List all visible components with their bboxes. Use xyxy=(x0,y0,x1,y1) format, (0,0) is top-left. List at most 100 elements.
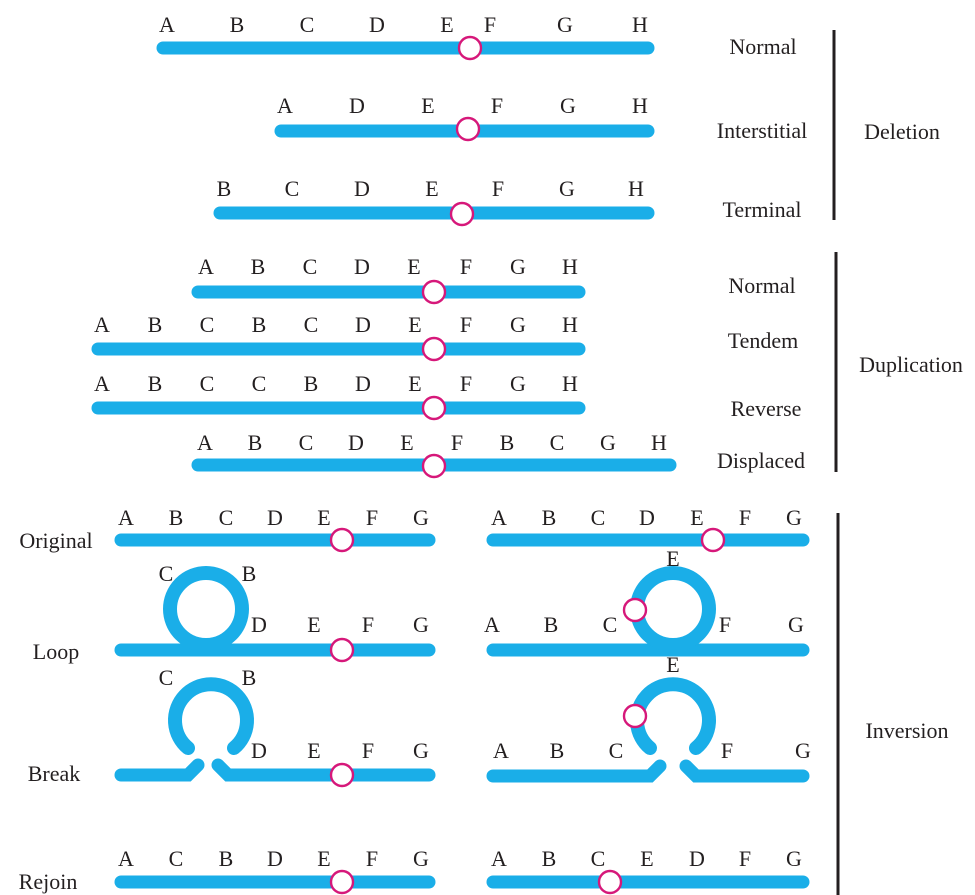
chromosome-break-arm-left xyxy=(114,758,205,782)
gene-label: A xyxy=(197,430,213,455)
gene-label: G xyxy=(795,738,811,763)
gene-label: B xyxy=(242,561,257,586)
gene-label: E xyxy=(421,93,434,118)
gene-label: F xyxy=(484,12,496,37)
gene-label: G xyxy=(560,93,576,118)
gene-label: C xyxy=(219,505,234,530)
gene-label: A xyxy=(159,12,175,37)
gene-label: G xyxy=(559,176,575,201)
centromere xyxy=(700,527,726,553)
gene-label: D xyxy=(267,846,283,871)
gene-label: G xyxy=(510,371,526,396)
gene-label: C xyxy=(159,665,174,690)
gene-label: B xyxy=(217,176,232,201)
gene-label: C xyxy=(159,561,174,586)
stage-label-break: Break xyxy=(28,761,81,786)
gene-label: B xyxy=(544,612,559,637)
gene-label: H xyxy=(562,254,578,279)
deletion-interstitial-row: A D E F G H Interstitial xyxy=(274,93,807,143)
duplication-displaced-row: A B C D E F B C G H Displaced xyxy=(191,430,805,479)
gene-label: H xyxy=(651,430,667,455)
row-label-displaced: Displaced xyxy=(717,448,805,473)
gene-label: C xyxy=(304,312,319,337)
gene-label: F xyxy=(739,505,751,530)
gene-label: F xyxy=(719,612,731,637)
gene-label: G xyxy=(786,846,802,871)
centromere xyxy=(457,35,483,61)
gene-label: C xyxy=(303,254,318,279)
gene-label: G xyxy=(786,505,802,530)
gene-label: H xyxy=(632,93,648,118)
stage-label-loop: Loop xyxy=(33,639,79,664)
gene-label: F xyxy=(721,738,733,763)
chromosome-break-arm-right xyxy=(679,759,810,783)
gene-label: A xyxy=(94,312,110,337)
gene-label: B xyxy=(304,371,319,396)
gene-label: G xyxy=(413,505,429,530)
duplication-reverse-row: A B C C B D E F G H Reverse xyxy=(91,371,802,421)
gene-label: B xyxy=(148,312,163,337)
centromere xyxy=(329,527,355,553)
gene-label: E xyxy=(317,505,330,530)
gene-label: F xyxy=(366,846,378,871)
gene-label: H xyxy=(632,12,648,37)
chromosome-break-arm-right xyxy=(211,758,436,782)
gene-label: C xyxy=(603,612,618,637)
gene-label: D xyxy=(355,371,371,396)
gene-label: H xyxy=(628,176,644,201)
gene-label: E xyxy=(666,546,679,571)
gene-label: A xyxy=(493,738,509,763)
gene-label: C xyxy=(252,371,267,396)
gene-label: D xyxy=(251,738,267,763)
gene-label: D xyxy=(354,176,370,201)
chromosome-loop xyxy=(630,566,716,652)
inversion-right-rejoin: A B C E D F G xyxy=(486,846,810,895)
gene-label: B xyxy=(550,738,565,763)
gene-label: E xyxy=(408,371,421,396)
gene-label: G xyxy=(510,312,526,337)
centromere xyxy=(421,453,447,479)
deletion-group: A B C D E F G H Normal A D E F G H Inter… xyxy=(156,12,940,227)
centromere xyxy=(329,869,355,895)
row-label-reverse: Reverse xyxy=(731,396,802,421)
inversion-left-rejoin: A C B D E F G xyxy=(114,846,436,895)
gene-label: G xyxy=(413,846,429,871)
gene-label: F xyxy=(460,254,472,279)
gene-label: D xyxy=(251,612,267,637)
gene-label: E xyxy=(307,738,320,763)
gene-label: H xyxy=(562,371,578,396)
centromere xyxy=(449,201,475,227)
gene-label: B xyxy=(542,505,557,530)
gene-label: F xyxy=(491,93,503,118)
gene-label: F xyxy=(739,846,751,871)
stage-label-rejoin: Rejoin xyxy=(19,869,78,894)
gene-label: H xyxy=(562,312,578,337)
gene-label: F xyxy=(366,505,378,530)
deletion-normal-row: A B C D E F G H Normal xyxy=(156,12,797,61)
gene-label: B xyxy=(500,430,515,455)
gene-label: A xyxy=(198,254,214,279)
gene-label: D xyxy=(349,93,365,118)
gene-label: E xyxy=(640,846,653,871)
gene-label: C xyxy=(609,738,624,763)
chromosome-break-loop xyxy=(168,677,254,755)
gene-label: C xyxy=(591,505,606,530)
gene-label: C xyxy=(300,12,315,37)
centromere xyxy=(421,395,447,421)
gene-label: B xyxy=(252,312,267,337)
group-label-duplication: Duplication xyxy=(859,352,963,377)
group-label-deletion: Deletion xyxy=(864,119,940,144)
gene-label: A xyxy=(118,505,134,530)
row-label-interstitial: Interstitial xyxy=(717,118,807,143)
stage-label-original: Original xyxy=(19,528,92,553)
gene-label: G xyxy=(600,430,616,455)
gene-label: F xyxy=(362,612,374,637)
gene-label: C xyxy=(591,846,606,871)
chromosome-loop xyxy=(163,566,249,652)
gene-label: C xyxy=(550,430,565,455)
gene-label: G xyxy=(557,12,573,37)
gene-label: F xyxy=(451,430,463,455)
gene-label: A xyxy=(94,371,110,396)
gene-label: B xyxy=(542,846,557,871)
gene-label: E xyxy=(440,12,453,37)
